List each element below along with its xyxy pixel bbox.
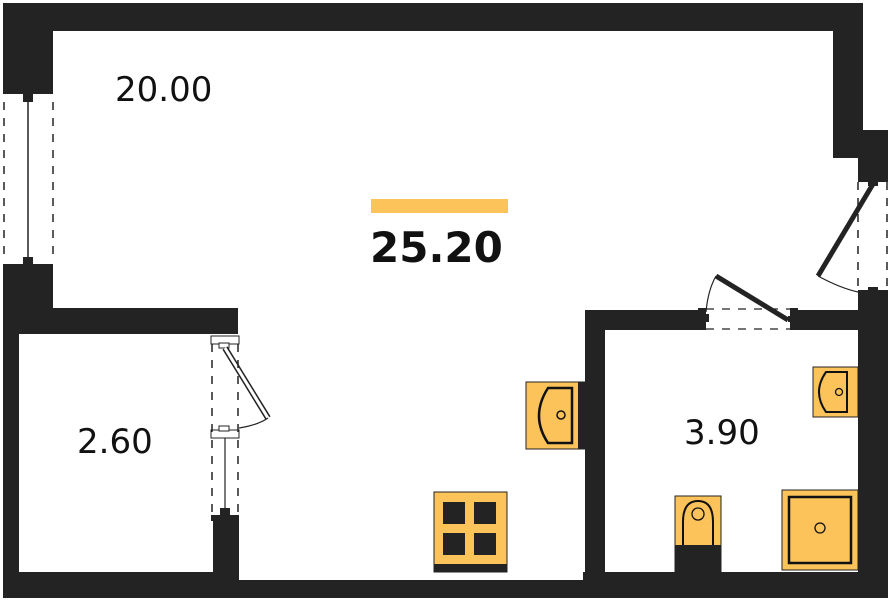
total-area-accent-bar xyxy=(371,199,508,213)
shower-tray-icon xyxy=(781,489,859,571)
total-area-label: 25.20 xyxy=(370,223,503,272)
entrance-door xyxy=(815,175,888,298)
room-area-main-room: 20.00 xyxy=(115,70,213,110)
stove-icon xyxy=(433,491,508,573)
bathroom-door xyxy=(698,273,798,330)
bathroom-sink-icon xyxy=(812,366,859,418)
kitchen-sink-icon xyxy=(525,381,587,450)
toilet-icon xyxy=(674,495,722,573)
window-left xyxy=(3,88,54,270)
room-area-storage: 2.60 xyxy=(77,422,153,462)
walls xyxy=(3,3,888,598)
room-area-bathroom: 3.90 xyxy=(684,413,760,453)
storage-door xyxy=(210,335,271,521)
